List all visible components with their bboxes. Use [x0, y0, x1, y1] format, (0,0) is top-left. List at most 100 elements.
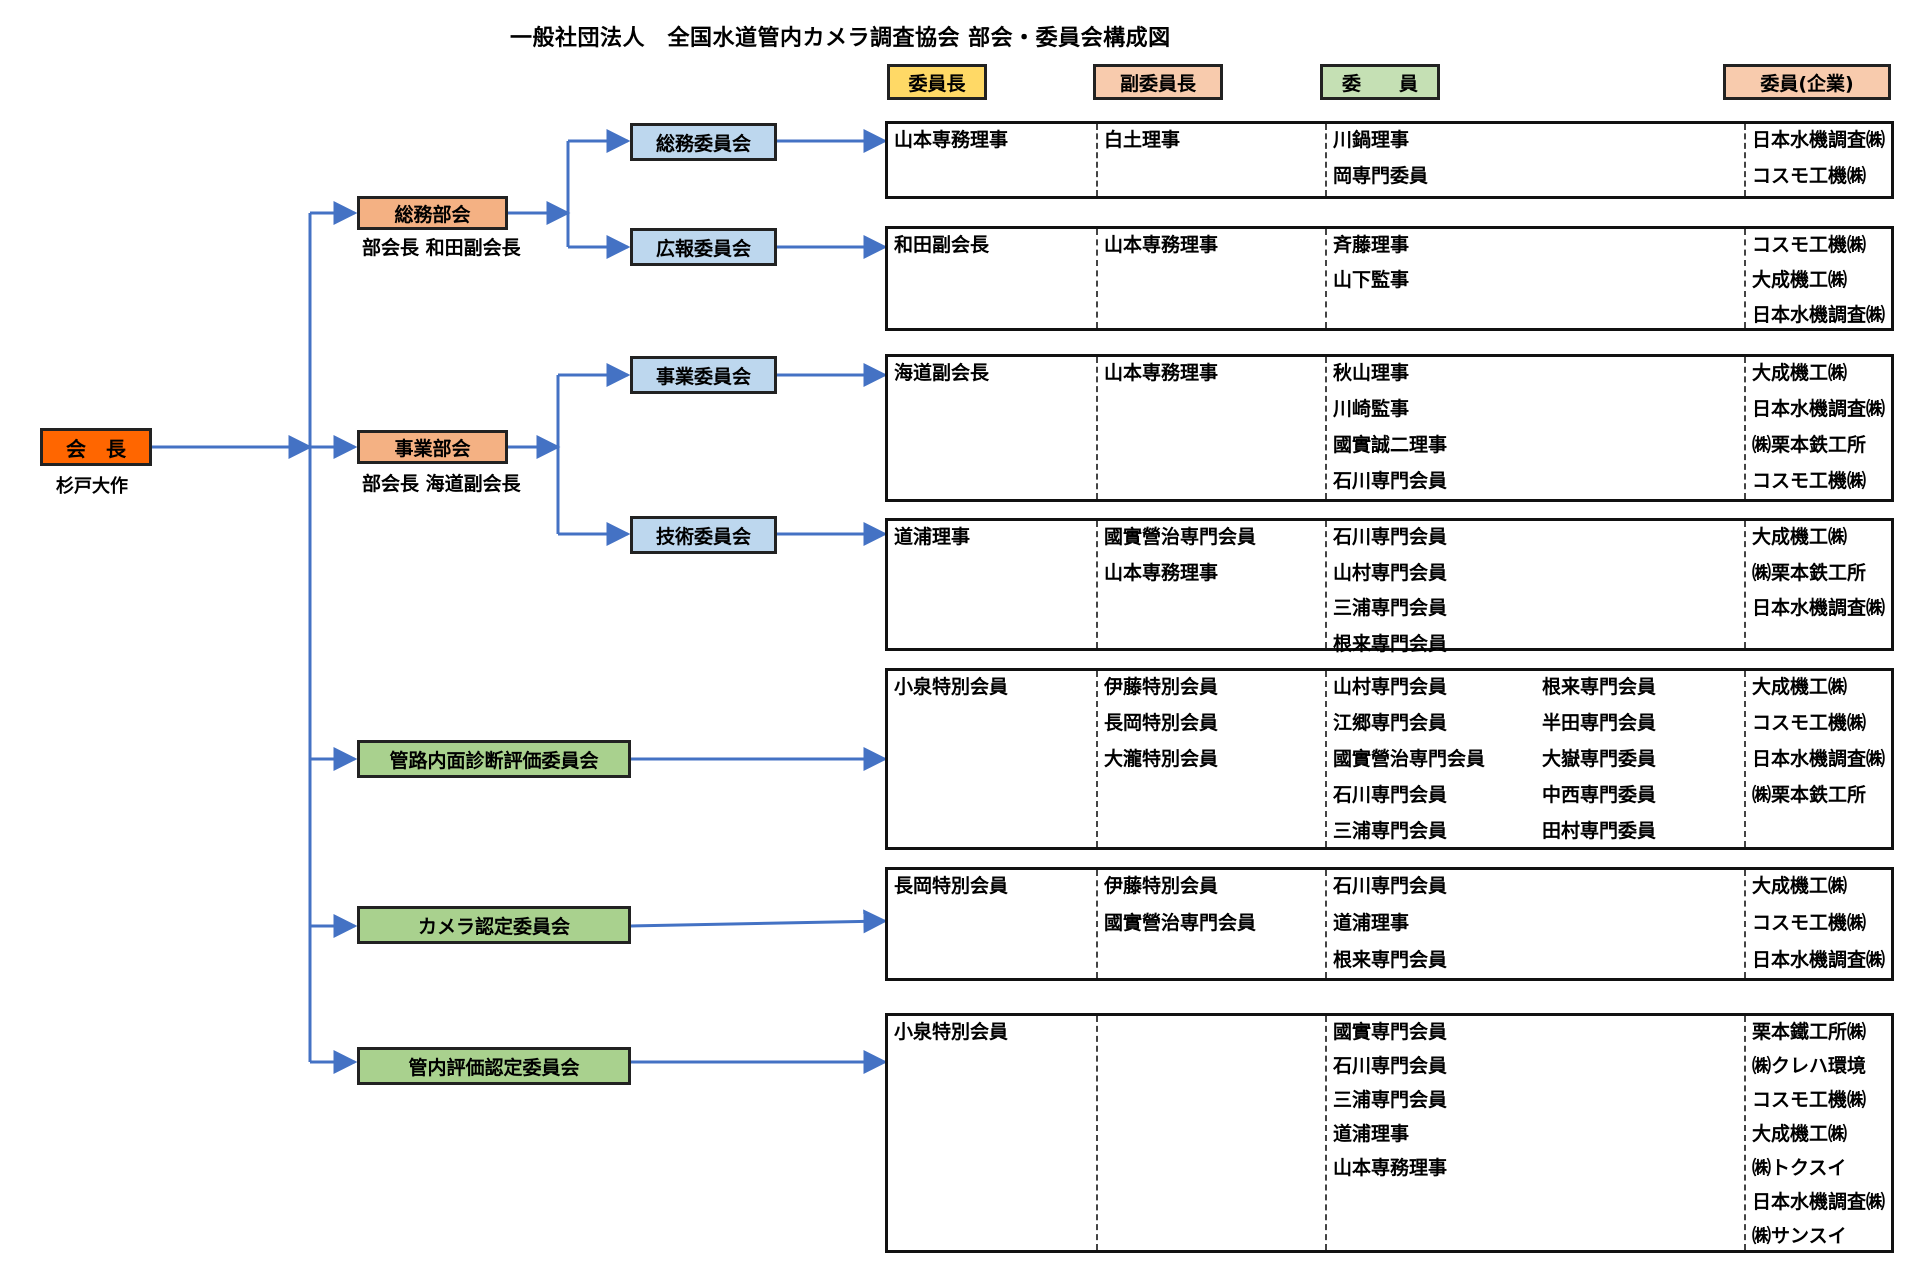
division-somu: 総務部会 — [357, 196, 508, 230]
member-name: 江郷専門会員 — [1333, 712, 1448, 734]
column-members2: 根来専門会員半田専門会員大嶽専門委員中西専門委員田村専門委員 — [1536, 671, 1744, 847]
member-name: ㈱栗本鉄工所 — [1752, 434, 1867, 456]
division-somu-head: 部会長 和田副会長 — [362, 237, 521, 259]
column-corp: 大成機工㈱コスモ工機㈱日本水機調査㈱ — [1744, 870, 1899, 978]
member-name: ㈱サンスイ — [1752, 1225, 1847, 1247]
member-name: ㈱トクスイ — [1752, 1157, 1847, 1179]
member-name: 山本専務理事 — [1104, 234, 1219, 256]
committee-camera: カメラ認定委員会 — [357, 906, 631, 944]
committee-somu: 総務委員会 — [630, 123, 777, 161]
member-name: 長岡特別会員 — [1104, 712, 1219, 734]
member-name: 道浦理事 — [1333, 1123, 1410, 1145]
column-members: 國實専門会員石川専門会員三浦専門会員道浦理事山本専務理事 — [1325, 1016, 1538, 1250]
column-corp: コスモ工機㈱大成機工㈱日本水機調査㈱ — [1744, 229, 1899, 328]
member-name: コスモ工機㈱ — [1752, 470, 1867, 492]
column-vice: 國實營治専門会員山本専務理事 — [1096, 521, 1327, 648]
member-name: コスモ工機㈱ — [1752, 234, 1867, 256]
member-table: 海道副会長山本専務理事秋山理事川崎監事國實誠二理事石川専門会員大成機工㈱日本水機… — [885, 354, 1894, 502]
member-name: 道浦理事 — [1333, 912, 1410, 934]
member-name: 海道副会長 — [894, 362, 990, 384]
column-vice — [1096, 1016, 1327, 1250]
column-members: 石川専門会員道浦理事根来専門会員 — [1325, 870, 1538, 978]
column-members2 — [1536, 870, 1744, 978]
column-chair: 和田副会長 — [888, 229, 1096, 328]
column-chair: 海道副会長 — [888, 357, 1096, 499]
member-table: 長岡特別会員伊藤特別会員國實營治専門会員石川専門会員道浦理事根来専門会員 大成機工… — [885, 867, 1894, 981]
member-name: 栗本鐵工所㈱ — [1752, 1021, 1867, 1043]
member-name: 國實専門会員 — [1333, 1021, 1448, 1043]
member-name: 岡専門委員 — [1333, 165, 1429, 187]
member-name: 根来専門会員 — [1333, 632, 1448, 655]
member-name: 石川専門会員 — [1333, 875, 1448, 897]
member-name: 三浦専門会員 — [1333, 1089, 1448, 1111]
member-name: 山本専務理事 — [1104, 362, 1219, 384]
member-name: 日本水機調査㈱ — [1752, 748, 1886, 770]
column-chair: 山本専務理事 — [888, 124, 1096, 196]
member-name: 山村専門会員 — [1333, 561, 1448, 584]
member-name: ㈱クレハ環境 — [1752, 1055, 1867, 1077]
member-name: 石川専門会員 — [1333, 1055, 1448, 1077]
column-corp: 大成機工㈱コスモ工機㈱日本水機調査㈱㈱栗本鉄工所 — [1744, 671, 1899, 847]
member-name: 小泉特別会員 — [894, 676, 1009, 698]
member-name: 山本専務理事 — [1333, 1157, 1448, 1179]
member-name: 山本専務理事 — [894, 129, 1009, 151]
member-table: 道浦理事 國實營治専門会員山本専務理事石川専門会員山村専門会員三浦専門会員根来専門… — [885, 518, 1894, 655]
member-name: 大成機工㈱ — [1752, 1123, 1848, 1145]
column-members2 — [1536, 357, 1744, 499]
column-members: 山村専門会員江郷専門会員國實營治専門会員石川専門会員三浦専門会員 — [1325, 671, 1538, 847]
member-name: 大瀧特別会員 — [1104, 748, 1219, 770]
member-name: 川崎監事 — [1333, 398, 1410, 420]
member-name: 國實誠二理事 — [1333, 434, 1448, 456]
committee-kannai: 管内評価認定委員会 — [357, 1047, 631, 1085]
president-name: 杉戸大作 — [56, 476, 128, 497]
member-name: 日本水機調査㈱ — [1752, 129, 1886, 151]
member-name: 三浦専門会員 — [1333, 820, 1448, 842]
member-table: 山本専務理事 白土理事 川鍋理事岡専門委員 日本水機調査㈱コスモ工機㈱ — [885, 121, 1894, 199]
column-members2 — [1536, 124, 1744, 196]
member-name: 大成機工㈱ — [1752, 875, 1848, 897]
member-name: 石川専門会員 — [1333, 784, 1448, 806]
header-chair: 委員長 — [887, 64, 987, 100]
member-name: 川鍋理事 — [1333, 129, 1410, 151]
column-vice: 白土理事 — [1096, 124, 1327, 196]
member-name: 山本専務理事 — [1104, 561, 1219, 584]
header-corp: 委員(企業) — [1723, 64, 1891, 100]
member-name: 中西専門委員 — [1542, 784, 1657, 806]
division-jigyo: 事業部会 — [357, 430, 508, 464]
column-chair: 長岡特別会員 — [888, 870, 1096, 978]
column-members2 — [1536, 1016, 1744, 1250]
member-name: 道浦理事 — [894, 526, 971, 548]
member-name: 大成機工㈱ — [1752, 362, 1848, 384]
committee-gijutsu: 技術委員会 — [630, 516, 777, 554]
member-table: 和田副会長山本専務理事斉藤理事山下監事コスモ工機㈱大成機工㈱日本水機調査㈱ — [885, 226, 1894, 331]
member-name: 根来専門会員 — [1333, 949, 1448, 971]
column-corp: 栗本鐵工所㈱㈱クレハ環境コスモ工機㈱大成機工㈱㈱トクスイ日本水機調査㈱㈱サンスイ — [1744, 1016, 1899, 1250]
member-name: コスモ工機㈱ — [1752, 712, 1867, 734]
column-members: 秋山理事川崎監事國實誠二理事石川専門会員 — [1325, 357, 1538, 499]
column-vice: 伊藤特別会員長岡特別会員大瀧特別会員 — [1096, 671, 1327, 847]
column-members: 石川専門会員山村専門会員三浦専門会員根来専門会員 — [1325, 521, 1538, 655]
member-name: 大成機工㈱ — [1752, 526, 1848, 548]
member-name: ㈱栗本鉄工所 — [1752, 561, 1867, 584]
column-vice: 山本専務理事 — [1096, 357, 1327, 499]
member-name: 石川専門会員 — [1333, 470, 1448, 492]
member-name: ㈱栗本鉄工所 — [1752, 784, 1867, 806]
member-name: 白土理事 — [1104, 129, 1181, 151]
member-name: コスモ工機㈱ — [1752, 165, 1867, 187]
column-members2 — [1536, 229, 1744, 328]
member-name: 斉藤理事 — [1333, 234, 1410, 256]
president-box: 会 長 — [40, 428, 152, 466]
division-jigyo-head: 部会長 海道副会長 — [362, 473, 521, 495]
member-name: 三浦専門会員 — [1333, 597, 1448, 619]
member-table: 小泉特別会員 國實専門会員石川専門会員三浦専門会員道浦理事山本専務理事 栗本鐵工所㈱… — [885, 1013, 1894, 1253]
member-name: 日本水機調査㈱ — [1752, 304, 1886, 326]
column-vice: 伊藤特別会員國實營治専門会員 — [1096, 870, 1327, 978]
member-table: 小泉特別会員 伊藤特別会員長岡特別会員大瀧特別会員山村専門会員江郷専門会員國實營治… — [885, 668, 1894, 850]
column-members: 川鍋理事岡専門委員 — [1325, 124, 1538, 196]
column-corp: 日本水機調査㈱コスモ工機㈱ — [1744, 124, 1899, 196]
member-name: 伊藤特別会員 — [1104, 875, 1219, 897]
diagram-title: 一般社団法人 全国水道管内カメラ調査協会 部会・委員会構成図 — [510, 26, 1171, 51]
member-name: 山下監事 — [1333, 269, 1410, 291]
member-name: 小泉特別会員 — [894, 1021, 1009, 1043]
